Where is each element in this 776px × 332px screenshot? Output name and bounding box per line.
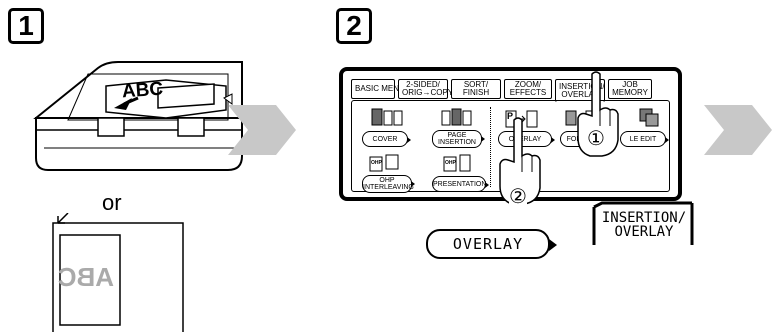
tab-2-sided[interactable]: 2-SIDED/ORIG→COPY	[398, 79, 453, 99]
overlay-icon-letter: P	[507, 111, 514, 121]
ohp-label-a: OHP	[371, 160, 382, 166]
ohp-label-b: OHP	[445, 160, 456, 166]
tab-bar: BASIC MENU 2-SIDED/ORIG→COPY SORT/FINISH…	[351, 79, 652, 102]
file-edit-icon	[639, 108, 659, 127]
tab-basic-menu[interactable]: BASIC MENU	[351, 79, 405, 99]
platen-glass-illustration	[52, 213, 184, 332]
callout-frame	[592, 201, 694, 245]
or-label: or	[102, 190, 122, 215]
step-marker-1: ①	[587, 126, 605, 150]
document-feeder-illustration	[33, 61, 243, 171]
callout-line-2: OVERLAY	[614, 224, 674, 240]
divider	[490, 107, 491, 187]
insertion-overlay-tab-callout: INSERTION/OVERLAY	[592, 201, 696, 247]
overlay-button-callout: OVERLAY	[426, 229, 557, 259]
tab-sort-finish[interactable]: SORT/FINISH	[451, 79, 501, 99]
platen-document-text: ABC	[57, 262, 114, 292]
adf-document-text: ABC	[121, 78, 164, 103]
step-1-number: 1	[8, 8, 44, 44]
presentation-icon	[443, 154, 471, 172]
callout-line-1: INSERTION/	[601, 210, 687, 226]
cover-button[interactable]: COVER	[362, 131, 411, 147]
step-2-number: 2	[336, 8, 372, 44]
ohp-interleaving-icon	[369, 154, 399, 172]
next-arrow-2	[704, 105, 772, 155]
page-insertion-icon	[441, 108, 472, 126]
cover-icon	[371, 108, 403, 126]
file-edit-button[interactable]: LE EDIT	[620, 131, 669, 147]
tab-zoom-effects[interactable]: ZOOM/EFFECTS	[504, 79, 552, 99]
overlay-button[interactable]: OVERLAY	[498, 131, 555, 147]
step-marker-2: ②	[509, 184, 527, 208]
presentation-button[interactable]: PRESENTATION	[432, 176, 489, 192]
pointing-hand-2	[499, 117, 541, 205]
next-arrow-1	[228, 105, 296, 155]
